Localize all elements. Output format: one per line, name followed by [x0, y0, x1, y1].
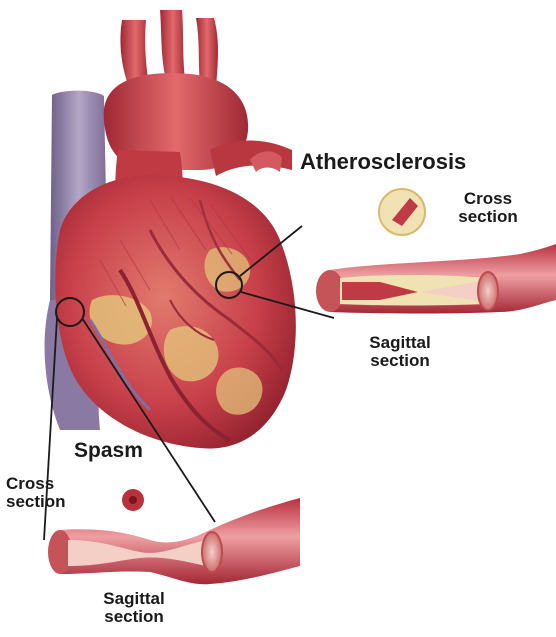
athero-cross-section [379, 189, 425, 235]
athero-sagittal-line2: section [350, 352, 450, 370]
athero-cross-line2: section [440, 208, 536, 226]
spasm-sagittal-line2: section [84, 608, 184, 626]
spasm-cross-section [122, 489, 144, 511]
spasm-cross-line2: section [6, 493, 102, 511]
spasm-sagittal-line1: Sagittal [84, 590, 184, 608]
spasm-cross-section-label: Cross section [6, 475, 102, 511]
athero-cross-line1: Cross [440, 190, 536, 208]
spasm-cross-line1: Cross [6, 475, 102, 493]
pulmonary-artery [210, 141, 292, 176]
spasm-sagittal-tube [48, 498, 300, 584]
athero-sagittal-section-label: Sagittal section [350, 334, 450, 370]
athero-sagittal-line1: Sagittal [350, 334, 450, 352]
athero-cross-section-label: Cross section [440, 190, 536, 226]
athero-sagittal-tube [316, 244, 556, 314]
spasm-label: Spasm [74, 440, 143, 462]
spasm-sagittal-section-label: Sagittal section [84, 590, 184, 626]
atherosclerosis-label: Atherosclerosis [300, 150, 466, 173]
